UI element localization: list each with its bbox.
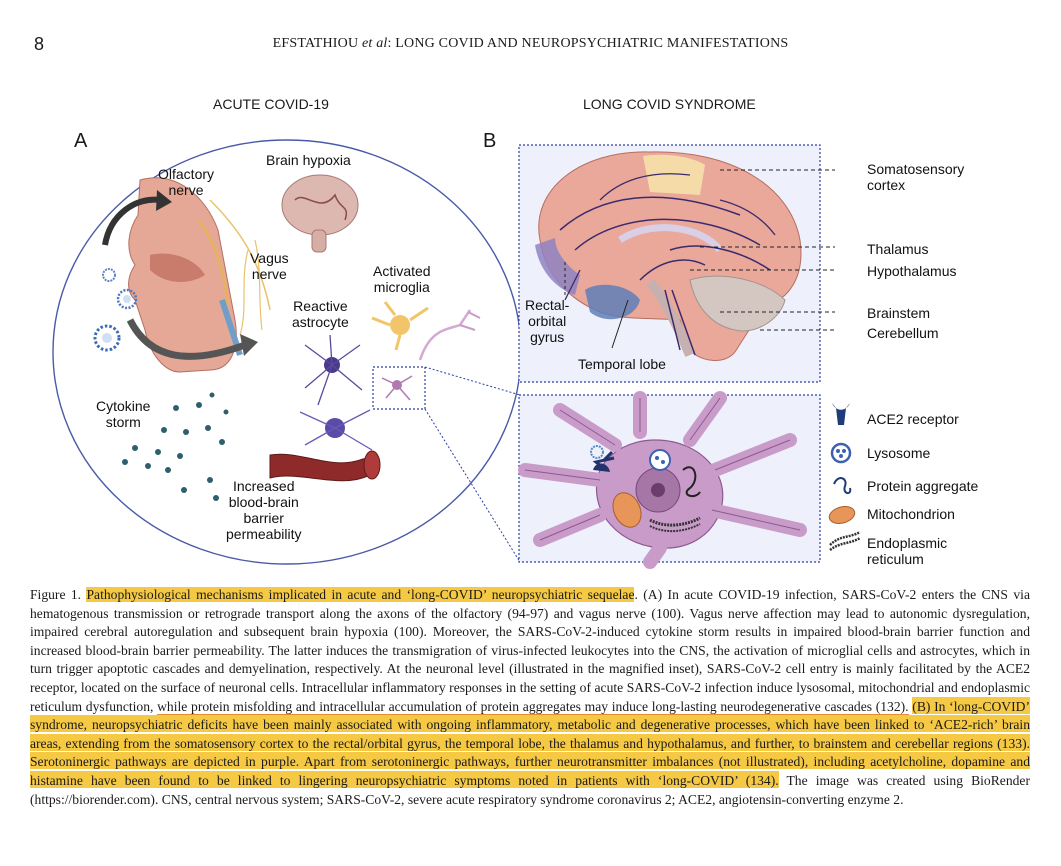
running-head-suffix: : LONG COVID AND NEUROPSYCHIATRIC MANIFE… [387,36,789,51]
running-head-prefix: EFSTATHIOU [272,36,362,51]
legend-label-lysosome: Lysosome [867,445,931,461]
legend-icons [828,403,861,552]
label-temporal-lobe: Temporal lobe [578,356,666,372]
label-rectal-orbital-gyrus: Rectal- orbital gyrus [525,297,570,345]
label-bbb-permeability: Increased blood-brain barrier permeabili… [226,478,302,542]
lysosome-icon [830,442,852,464]
legend-label-endoplasmic-reticulum: Endoplasmic reticulum [867,535,948,567]
endoplasmic-reticulum-icon [829,530,861,552]
caption-suffix: The image was created using BioRender (h… [30,772,1030,807]
label-thalamus: Thalamus [867,241,929,257]
legend-label-ace2-receptor: ACE2 receptor [867,411,959,427]
blood-vessel-illustration [269,450,381,482]
microglia-illustration [371,301,481,361]
brain-sagittal-panel [518,144,835,383]
label-olfactory-nerve: Olfactory nerve [158,166,215,198]
figure-illustration [52,139,861,569]
head-profile-illustration [128,177,271,373]
magnified-inset-marker [372,366,521,563]
panel-b-title: LONG COVID SYNDROME [583,96,756,112]
caption-highlighted-title: Pathophysiological mechanisms implicated… [86,587,635,602]
figure-caption: Figure 1. Pathophysiological mechanisms … [30,586,1030,809]
page-number: 8 [34,34,45,54]
label-brainstem: Brainstem [867,305,931,321]
caption-part-a: . (A) In acute COVID-19 infection, SARS-… [30,587,1030,714]
label-activated-microglia: Activated microglia [373,263,431,295]
caption-underlined-sentence: while protein misfolding and intracellul… [157,698,909,716]
label-cerebellum: Cerebellum [867,325,939,341]
panel-a-title: ACUTE COVID-19 [213,96,329,112]
label-somatosensory-cortex: Somatosensory cortex [867,161,965,193]
brain-hypoxia-illustration [281,174,359,253]
mitochondrion-icon [828,506,856,524]
panel-a-letter: A [74,130,88,152]
label-reactive-astrocyte: Reactive astrocyte [292,298,349,330]
caption-prefix: Figure 1. [30,587,87,602]
running-head: EFSTATHIOU et al: LONG COVID AND NEUROPS… [0,36,1061,52]
panel-b-letter: B [483,130,497,152]
legend-label-mitochondrion: Mitochondrion [867,506,955,522]
neuron-inset-panel [518,391,821,569]
label-vagus-nerve: Vagus nerve [250,250,289,282]
ace2-receptor-icon [832,403,850,425]
label-cytokine-storm: Cytokine storm [96,398,151,430]
virus-particles [93,268,138,352]
running-head-etal: et al [361,36,388,51]
transmission-arrows [102,190,258,360]
label-brain-hypoxia: Brain hypoxia [266,152,351,168]
cytokine-dots [122,392,229,501]
legend-label-protein-aggregate: Protein aggregate [867,478,979,494]
protein-aggregate-icon [833,477,852,494]
astrocyte-illustration [299,334,373,451]
label-hypothalamus: Hypothalamus [867,263,957,279]
